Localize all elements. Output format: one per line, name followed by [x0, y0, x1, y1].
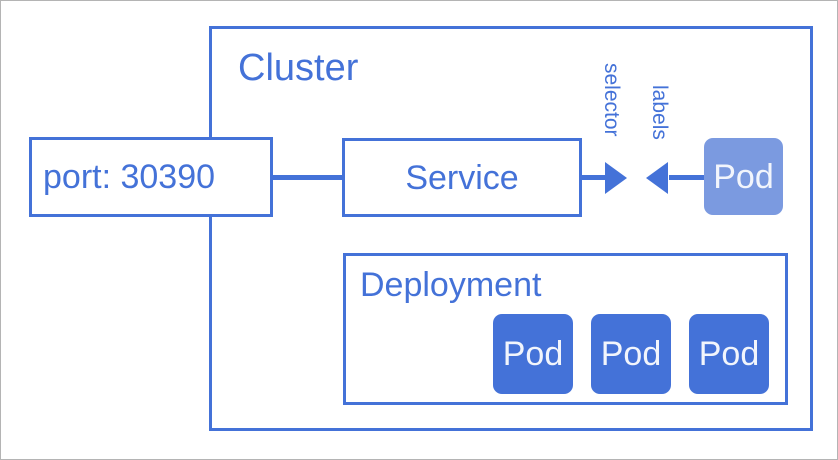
pod-deployment-3-label: Pod: [698, 335, 760, 373]
pod-deployment-1[interactable]: Pod: [493, 314, 573, 394]
port-box[interactable]: port: 30390: [29, 137, 273, 217]
connector-port-to-service: [273, 175, 343, 180]
cluster-label: Cluster: [238, 47, 359, 89]
pod-deployment-3[interactable]: Pod: [689, 314, 769, 394]
edge-label-labels: labels: [648, 85, 671, 140]
pod-deployment-2[interactable]: Pod: [591, 314, 671, 394]
arrow-right-icon: [605, 162, 627, 194]
port-label: port: 30390: [43, 158, 216, 196]
service-label: Service: [405, 158, 519, 197]
service-box[interactable]: Service: [342, 138, 582, 217]
pod-deployment-2-label: Pod: [600, 335, 662, 373]
pod-deployment-1-label: Pod: [502, 335, 564, 373]
connector-service-to-selector-arrow: [582, 175, 608, 180]
deployment-label: Deployment: [360, 266, 542, 304]
arrow-left-icon: [646, 162, 668, 194]
edge-label-selector: selector: [600, 63, 623, 137]
connector-pod-to-labels-arrow: [669, 175, 705, 180]
pod-standalone-label: Pod: [713, 157, 774, 196]
pod-standalone[interactable]: Pod: [704, 138, 783, 215]
